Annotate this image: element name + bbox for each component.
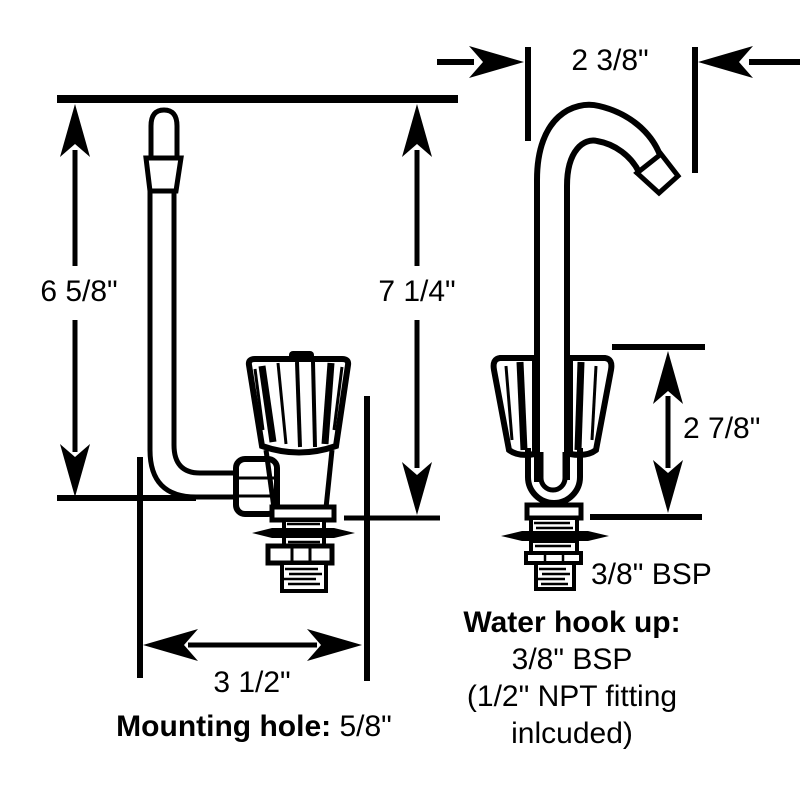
right-faucet-handle (490, 355, 615, 458)
dimension-6-5-8 (57, 104, 196, 501)
dimension-3-1-2 (137, 396, 370, 681)
thread-size-label: 3/8" BSP (591, 558, 712, 591)
water-hookup-line4: inlcuded) (511, 717, 633, 750)
dim-label-2-7-8: 2 7/8" (683, 412, 761, 445)
dim-label-7-1-4: 7 1/4" (375, 275, 459, 309)
dimension-7-1-4 (344, 104, 440, 521)
left-faucet-handle (245, 351, 352, 456)
right-faucet-gooseneck (534, 101, 682, 482)
water-hookup-line2: 3/8" BSP (511, 643, 633, 676)
right-faucet-base (501, 502, 609, 591)
dim-label-2-3-8: 2 3/8" (571, 44, 649, 77)
water-hookup-title: Water hook up: (463, 606, 681, 639)
mounting-hole-label: Mounting hole: 5/8" (116, 710, 392, 744)
dimension-2-3-8 (437, 46, 800, 173)
mounting-hole-title: Mounting hole: (116, 710, 332, 743)
mounting-hole-value: 5/8" (339, 710, 392, 743)
left-faucet-base (252, 449, 355, 593)
left-faucet-spout (143, 107, 236, 500)
dim-label-3-1-2: 3 1/2" (213, 666, 291, 699)
dim-label-6-5-8: 6 5/8" (37, 275, 121, 309)
water-hookup-line3: (1/2" NPT fitting (466, 680, 678, 713)
dimension-2-7-8 (590, 344, 705, 520)
water-hookup-note: Water hook up: 3/8" BSP (1/2" NPT fittin… (463, 604, 680, 752)
